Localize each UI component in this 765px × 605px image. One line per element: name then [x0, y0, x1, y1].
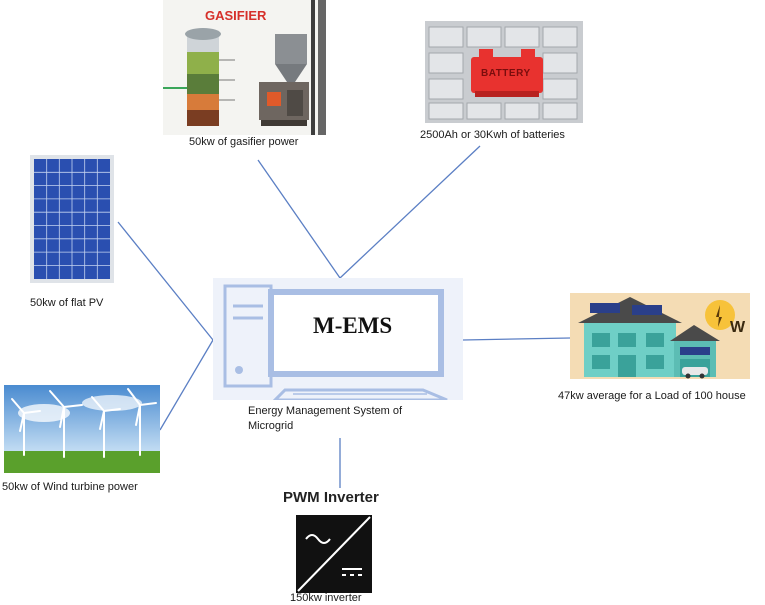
batteries-caption: 2500Ah or 30Kwh of batteries [420, 129, 565, 141]
computer-icon [213, 278, 463, 400]
solar-panel-icon [30, 155, 114, 283]
battery-badge: BATTERY [481, 68, 531, 79]
wind-node [4, 385, 160, 473]
ems-node: M-EMS [213, 278, 463, 400]
connector-pv [117, 221, 214, 341]
connector-gasifier [257, 159, 341, 279]
pv-node [30, 155, 114, 283]
gasifier-node: GASIFIER [163, 0, 326, 135]
connector-load [462, 337, 571, 341]
gasifier-caption: 50kw of gasifier power [189, 136, 299, 148]
gasifier-title: GASIFIER [205, 8, 267, 23]
inverter-caption: 150kw inverter [290, 592, 362, 604]
ems-caption-line1: Energy Management System of [248, 405, 403, 417]
house-load-icon [570, 293, 750, 379]
inverter-title: PWM Inverter [283, 489, 379, 506]
ems-screen-text: M-EMS [313, 313, 393, 338]
load-caption: 47kw average for a Load of 100 house [558, 390, 746, 402]
inverter-node [296, 515, 372, 593]
connector-wind [159, 339, 214, 431]
connector-batteries [339, 145, 481, 279]
gasifier-image [163, 0, 326, 135]
ems-caption-line2: Microgrid [248, 420, 294, 432]
load-badge: W [730, 319, 746, 336]
load-node: W [570, 293, 750, 379]
batteries-image [425, 21, 583, 123]
pv-caption: 50kw of flat PV [30, 297, 104, 309]
batteries-node: BATTERY [425, 21, 583, 123]
wind-caption: 50kw of Wind turbine power [2, 481, 138, 493]
inverter-icon [296, 515, 372, 593]
wind-turbine-icon [4, 385, 160, 473]
